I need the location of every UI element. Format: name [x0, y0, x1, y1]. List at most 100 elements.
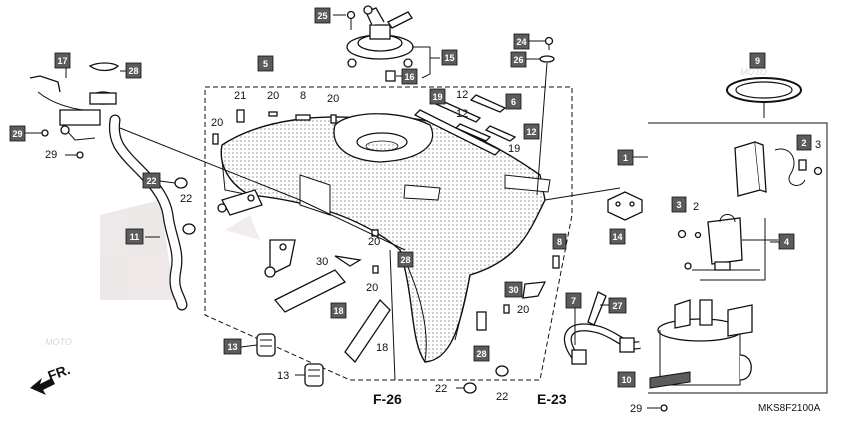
label-22-bottom-right: 22 [496, 391, 508, 403]
clip-30-b [522, 281, 547, 299]
label-20-right: 20 [517, 304, 529, 316]
bracket-14 [607, 191, 643, 221]
pump-wire-2 [774, 148, 806, 186]
box-label-16: 16 [401, 68, 418, 85]
connector-2 [798, 159, 807, 171]
box-label-30: 30 [504, 281, 523, 298]
label-29-left: 29 [45, 149, 57, 161]
clip-20-a [268, 111, 278, 117]
svg-text:11: 11 [130, 232, 140, 242]
grommet-22-c [463, 382, 477, 394]
box-label-5: 5 [257, 55, 274, 72]
box-label-29: 29 [9, 125, 26, 142]
svg-text:16: 16 [404, 72, 414, 82]
svg-text:4: 4 [784, 237, 789, 247]
fuel-line-7 [563, 323, 641, 365]
svg-text:28: 28 [128, 66, 138, 76]
clip-8 [295, 114, 311, 121]
box-label-19: 19 [429, 88, 446, 105]
watermark: MOTO MOTO [45, 67, 767, 347]
pump-gasket [726, 77, 802, 103]
front-direction-label: FR. [46, 361, 73, 384]
filler-cap [346, 5, 414, 68]
svg-text:29: 29 [12, 129, 22, 139]
clip-20-c [212, 133, 219, 145]
svg-text:5: 5 [263, 59, 268, 69]
svg-text:24: 24 [516, 37, 526, 47]
fuel-tank [220, 113, 551, 363]
clip-21-lower [476, 311, 487, 331]
grommet-22-a [174, 177, 188, 189]
reference-f26: F-26 [373, 391, 402, 407]
nut-29-left-lower [76, 151, 84, 159]
label-22-left: 22 [180, 193, 192, 205]
svg-text:27: 27 [612, 301, 622, 311]
box-label-17: 17 [54, 52, 71, 69]
box-label-2: 2 [796, 134, 812, 151]
svg-text:26: 26 [513, 55, 523, 65]
pump-module-1 [734, 141, 767, 197]
screw-3-mid [677, 229, 687, 239]
label-22-bottom: 22 [435, 383, 447, 395]
nut-29-left [41, 129, 49, 137]
box-label-10: 10 [617, 371, 636, 388]
box-label-7: 7 [565, 292, 582, 309]
foam-pad-18-b [344, 298, 391, 364]
label-12-top: 12 [456, 89, 468, 101]
svg-text:10: 10 [621, 375, 631, 385]
box-label-21: 28 [473, 345, 490, 362]
diagram-code: MKS8F2100A [758, 403, 821, 414]
label-20-top-right: 20 [327, 93, 339, 105]
sender-gasket-28 [88, 62, 120, 72]
svg-text:9: 9 [755, 56, 760, 66]
svg-text:17: 17 [57, 56, 67, 66]
front-direction-arrow: FR. [30, 361, 72, 395]
label-20-top: 20 [267, 90, 279, 102]
label-30: 30 [316, 256, 328, 268]
svg-text:22: 22 [146, 176, 156, 186]
box-label-14: 14 [609, 228, 626, 245]
box-label-28: 28 [125, 62, 142, 79]
clip-30-a [334, 255, 362, 267]
box-label-24: 24 [513, 33, 530, 50]
pump-group-outline [648, 122, 828, 394]
box-label-26: 26 [510, 51, 527, 68]
watermark-text-2: MOTO [740, 67, 767, 77]
svg-text:6: 6 [511, 97, 516, 107]
label-2-mid: 2 [693, 201, 699, 213]
clip-20-b [330, 114, 337, 124]
stripe-12-c [484, 125, 517, 142]
grommet-22-b [182, 223, 196, 235]
svg-text:30: 30 [508, 285, 518, 295]
pump-unit-4 [707, 214, 743, 271]
label-19: 19 [508, 143, 520, 155]
foam-pad-18-a [273, 269, 347, 313]
svg-text:14: 14 [612, 232, 622, 242]
box-label-8: 8 [552, 233, 567, 250]
svg-text:12: 12 [526, 127, 536, 137]
clip-20-f [503, 304, 510, 314]
stripe-19 [413, 109, 502, 156]
pump-base-10 [649, 299, 753, 389]
stripe-12-b [454, 123, 492, 142]
svg-text:28: 28 [476, 349, 486, 359]
box-label-3: 3 [671, 196, 687, 213]
grommet-22-d [495, 365, 509, 377]
stripe-12-a [469, 94, 507, 113]
tank-bracket-left [217, 189, 263, 216]
svg-text:8: 8 [557, 237, 562, 247]
box-label-4: 4 [778, 233, 795, 250]
label-18: 18 [376, 342, 388, 354]
fitting-right [684, 262, 692, 270]
clip-8-right [552, 255, 560, 269]
screw-3-top [813, 166, 823, 176]
label-12-mid: 12 [456, 108, 468, 120]
box-label-18: 18 [330, 302, 347, 319]
label-13-lower: 13 [277, 370, 289, 382]
svg-text:28: 28 [400, 255, 410, 265]
box-label-12: 12 [523, 123, 540, 140]
watermark-text-1: MOTO [45, 337, 72, 347]
svg-text:2: 2 [801, 138, 806, 148]
svg-text:13: 13 [227, 342, 237, 352]
